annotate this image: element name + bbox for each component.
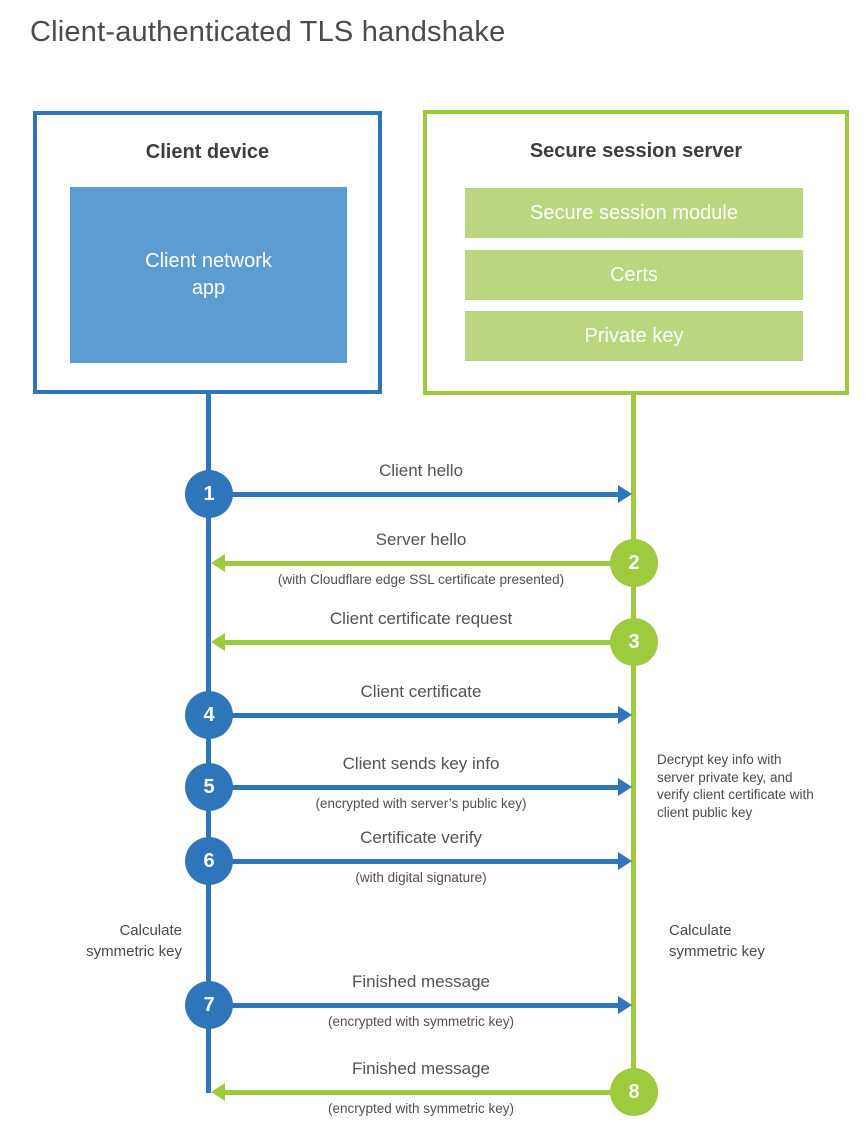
server-lifeline <box>631 395 636 1092</box>
step-3-arrow-line <box>225 640 634 645</box>
step-3-arrowhead-icon <box>211 633 225 651</box>
step-7-label: Finished message <box>352 972 490 991</box>
step-6-arrow-line <box>209 859 618 864</box>
step-5-arrowhead-icon <box>618 778 632 796</box>
step-5-sublabel: (encrypted with server’s public key) <box>315 796 527 811</box>
step-2-sublabel: (with Cloudflare edge SSL certificate pr… <box>277 572 565 587</box>
step-8-arrow-line <box>225 1090 634 1095</box>
step-4-arrowhead-icon <box>618 706 632 724</box>
step-8-sublabel: (encrypted with symmetric key) <box>327 1101 515 1116</box>
step-7-sublabel: (encrypted with symmetric key) <box>327 1014 515 1029</box>
client-calculate-symmetric-key-note: Calculate symmetric key <box>86 922 182 960</box>
step-7-badge: 7 <box>185 981 233 1029</box>
step-6-sublabel: (with digital signature) <box>355 870 487 885</box>
step-1-arrow-line <box>209 492 618 497</box>
step-6-badge: 6 <box>185 837 233 885</box>
step-6-label: Certificate verify <box>360 828 482 847</box>
step-2-arrowhead-icon <box>211 554 225 572</box>
client-lifeline <box>206 394 211 1093</box>
step-3-badge: 3 <box>610 618 658 666</box>
secure-session-server-title: Secure session server <box>529 140 743 162</box>
step-2-arrow-line <box>225 561 634 566</box>
step-4-arrow-line <box>209 713 618 718</box>
step-4-badge: 4 <box>185 691 233 739</box>
secure-session-module-block: Secure session module <box>465 188 803 238</box>
step-5-label: Client sends key info <box>342 754 500 773</box>
step-8-label: Finished message <box>352 1059 490 1078</box>
client-device-title: Client device <box>145 141 270 163</box>
server-decrypt-note: Decrypt key info with server private key… <box>657 752 814 820</box>
secure-session-server-box: Secure session server Secure session mod… <box>423 110 849 395</box>
server-calculate-symmetric-key-note: Calculate symmetric key <box>669 922 765 960</box>
step-8-badge: 8 <box>610 1068 658 1116</box>
step-1-label: Client hello <box>378 461 464 480</box>
step-6-arrowhead-icon <box>618 852 632 870</box>
step-2-badge: 2 <box>610 539 658 587</box>
certs-block: Certs <box>465 250 803 300</box>
client-device-box: Client device Client network app <box>33 111 382 394</box>
step-4-label: Client certificate <box>360 682 482 701</box>
step-7-arrow-line <box>209 1003 618 1008</box>
private-key-block: Private key <box>465 311 803 361</box>
step-1-arrowhead-icon <box>618 485 632 503</box>
step-8-arrowhead-icon <box>211 1083 225 1101</box>
step-5-badge: 5 <box>185 763 233 811</box>
step-3-label: Client certificate request <box>329 609 513 628</box>
client-network-app-block: Client network app <box>70 187 347 363</box>
step-2-label: Server hello <box>375 530 467 549</box>
step-7-arrowhead-icon <box>618 996 632 1014</box>
step-5-arrow-line <box>209 785 618 790</box>
page-title: Client-authenticated TLS handshake <box>30 16 506 48</box>
step-1-badge: 1 <box>185 470 233 518</box>
